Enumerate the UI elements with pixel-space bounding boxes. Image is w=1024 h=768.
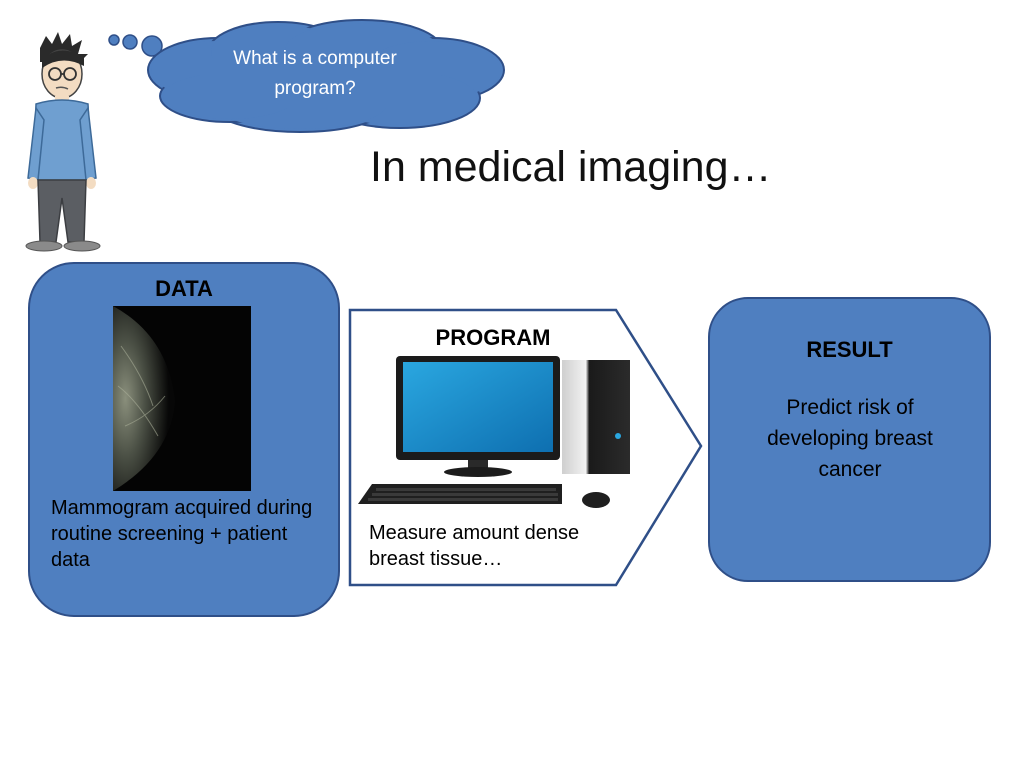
- thought-bubble-text: What is a computer program?: [233, 48, 397, 99]
- thought-cloud: [108, 19, 505, 133]
- result-heading: RESULT: [806, 337, 893, 362]
- data-heading: DATA: [155, 276, 213, 301]
- result-box: RESULT Predict risk of developing breast…: [708, 297, 991, 582]
- data-description: Mammogram acquired during routine screen…: [51, 497, 313, 571]
- slide-title: In medical imaging…: [370, 143, 772, 191]
- program-description: Measure amount dense breast tissue…: [369, 522, 580, 570]
- thinking-person-illustration: [25, 32, 101, 252]
- desktop-computer-icon: [358, 356, 630, 508]
- result-description: Predict risk of developing breast cancer: [767, 396, 933, 481]
- mammogram-image: [113, 306, 251, 491]
- program-heading: PROGRAM: [435, 325, 551, 350]
